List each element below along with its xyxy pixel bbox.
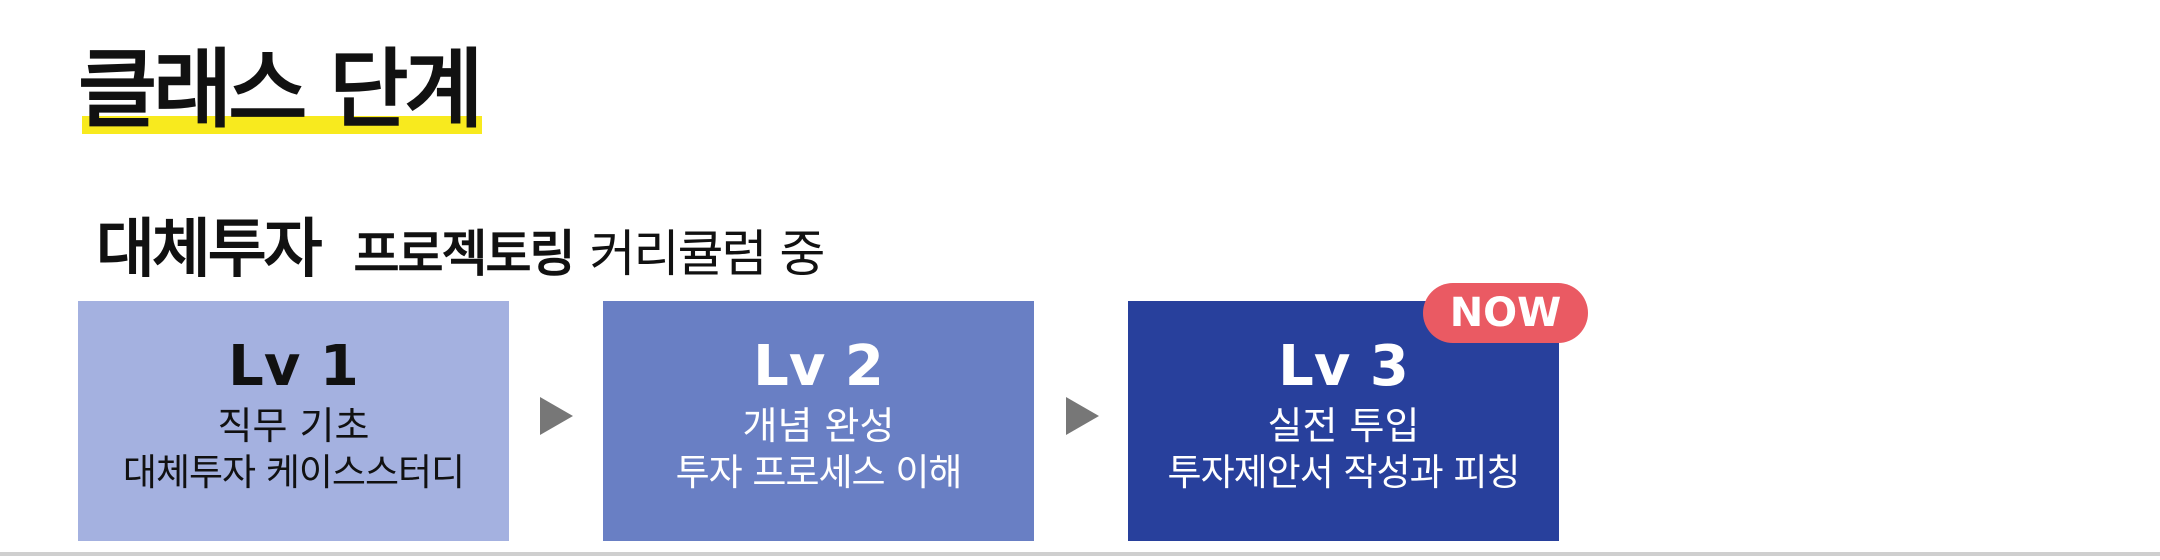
level-description: 대체투자 케이스스터디: [122, 451, 465, 494]
level-description: 투자제안서 작성과 피칭: [1167, 451, 1521, 494]
curriculum-subtitle: 대체투자 프로젝토링 커리큘럼 중: [96, 198, 825, 287]
next-arrow-icon: [540, 397, 573, 435]
subtitle-program: 프로젝토링: [353, 225, 576, 283]
level-number: Lv 1: [228, 334, 359, 399]
page-title: 클래스 단계: [78, 40, 484, 140]
subtitle-main: 대체투자: [96, 213, 323, 287]
now-badge: NOW: [1423, 283, 1588, 343]
subtitle-suffix: 커리큘럼 중: [589, 225, 826, 283]
title-block: 클래스 단계: [78, 40, 484, 140]
level-number: Lv 3: [1278, 334, 1409, 399]
level-subject: 실전 투입: [1267, 404, 1420, 448]
level-description: 투자 프로세스 이해: [675, 451, 963, 494]
level-card-2: Lv 2 개념 완성 투자 프로세스 이해: [603, 301, 1034, 541]
title-highlight: [82, 116, 482, 134]
level-subject: 직무 기초: [217, 404, 370, 448]
bottom-divider: [0, 552, 2160, 556]
level-subject: 개념 완성: [742, 404, 895, 448]
next-arrow-icon: [1066, 397, 1099, 435]
level-card-3: Lv 3 실전 투입 투자제안서 작성과 피칭: [1128, 301, 1559, 541]
level-card-1: Lv 1 직무 기초 대체투자 케이스스터디: [78, 301, 509, 541]
level-number: Lv 2: [753, 334, 884, 399]
